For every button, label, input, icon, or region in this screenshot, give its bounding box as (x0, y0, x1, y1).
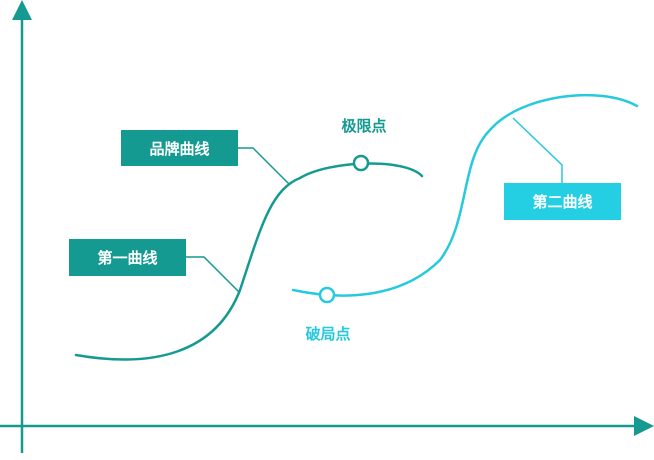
limit-point-label: 极限点 (341, 117, 386, 135)
x-axis-arrow (634, 416, 654, 436)
breakthrough-point-marker (318, 286, 336, 304)
brand-curve-leader (238, 147, 291, 186)
first-curve-leader (186, 256, 241, 294)
limit-point-marker (352, 154, 370, 172)
breakthrough-point-label: 破局点 (305, 325, 350, 343)
first-curve-label: 第一曲线 (97, 249, 157, 267)
second-curve-box (504, 183, 621, 220)
brand-curve-box (121, 130, 238, 166)
second-s-curve (291, 93, 639, 297)
brand-curve-label: 品牌曲线 (149, 140, 209, 158)
second-curve-label: 第二曲线 (532, 193, 592, 211)
first-curve-box (69, 239, 186, 276)
y-axis-arrow (12, 0, 32, 20)
second-curve-leader (512, 117, 563, 185)
